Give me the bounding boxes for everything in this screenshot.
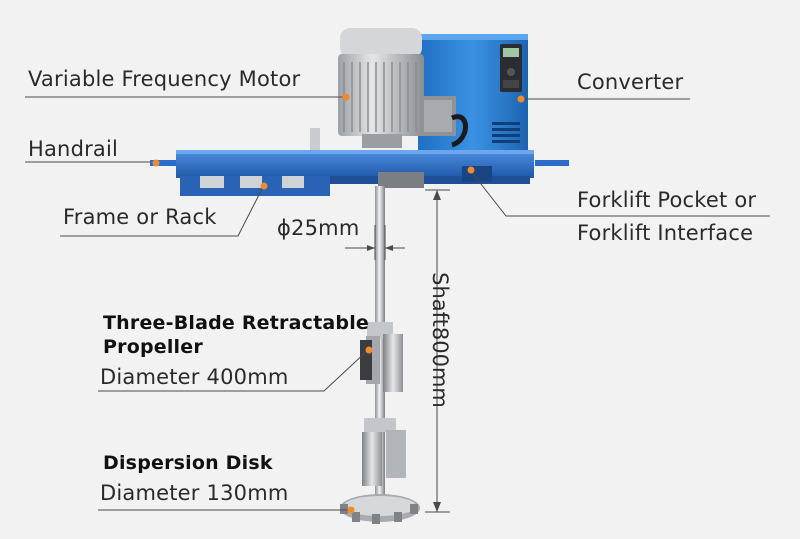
handrail-marker xyxy=(152,159,160,167)
converter-label: Converter xyxy=(577,70,684,94)
dispersion-disk xyxy=(340,418,420,524)
disk-title: Dispersion Disk xyxy=(103,452,273,474)
converter-vents xyxy=(492,122,520,143)
disk-marker xyxy=(347,506,355,514)
disk-diameter-label: Diameter 130mm xyxy=(100,481,289,505)
disk-teeth xyxy=(340,504,418,524)
motor-marker xyxy=(342,93,350,101)
propeller-title-line1: Three-Blade Retractable xyxy=(103,312,369,334)
forklift-marker xyxy=(467,166,475,174)
converter-unit xyxy=(418,34,528,156)
forklift-leader xyxy=(469,169,770,217)
frame-marker xyxy=(260,182,268,190)
forklift-label-line1: Forklift Pocket or xyxy=(577,188,757,212)
dimension-arrows xyxy=(367,190,441,512)
propeller-title-line2: Propeller xyxy=(103,336,203,358)
motor-label: Variable Frequency Motor xyxy=(28,67,301,91)
forklift-label-line2: Forklift Interface xyxy=(577,221,754,245)
converter-marker xyxy=(517,95,525,103)
frame-rack xyxy=(150,128,569,196)
frame-label: Frame or Rack xyxy=(63,205,217,229)
shaft-length-label: Shaft800mm xyxy=(428,272,452,408)
propeller-leader xyxy=(98,349,369,392)
propeller-marker xyxy=(365,346,373,354)
frame-leader xyxy=(60,184,265,237)
marker-dots xyxy=(152,93,525,514)
shaft-diameter-label: ϕ25mm xyxy=(277,216,360,240)
leader-lines xyxy=(25,96,770,513)
handrail-label: Handrail xyxy=(28,137,119,161)
propeller-diameter-label: Diameter 400mm xyxy=(100,365,289,389)
